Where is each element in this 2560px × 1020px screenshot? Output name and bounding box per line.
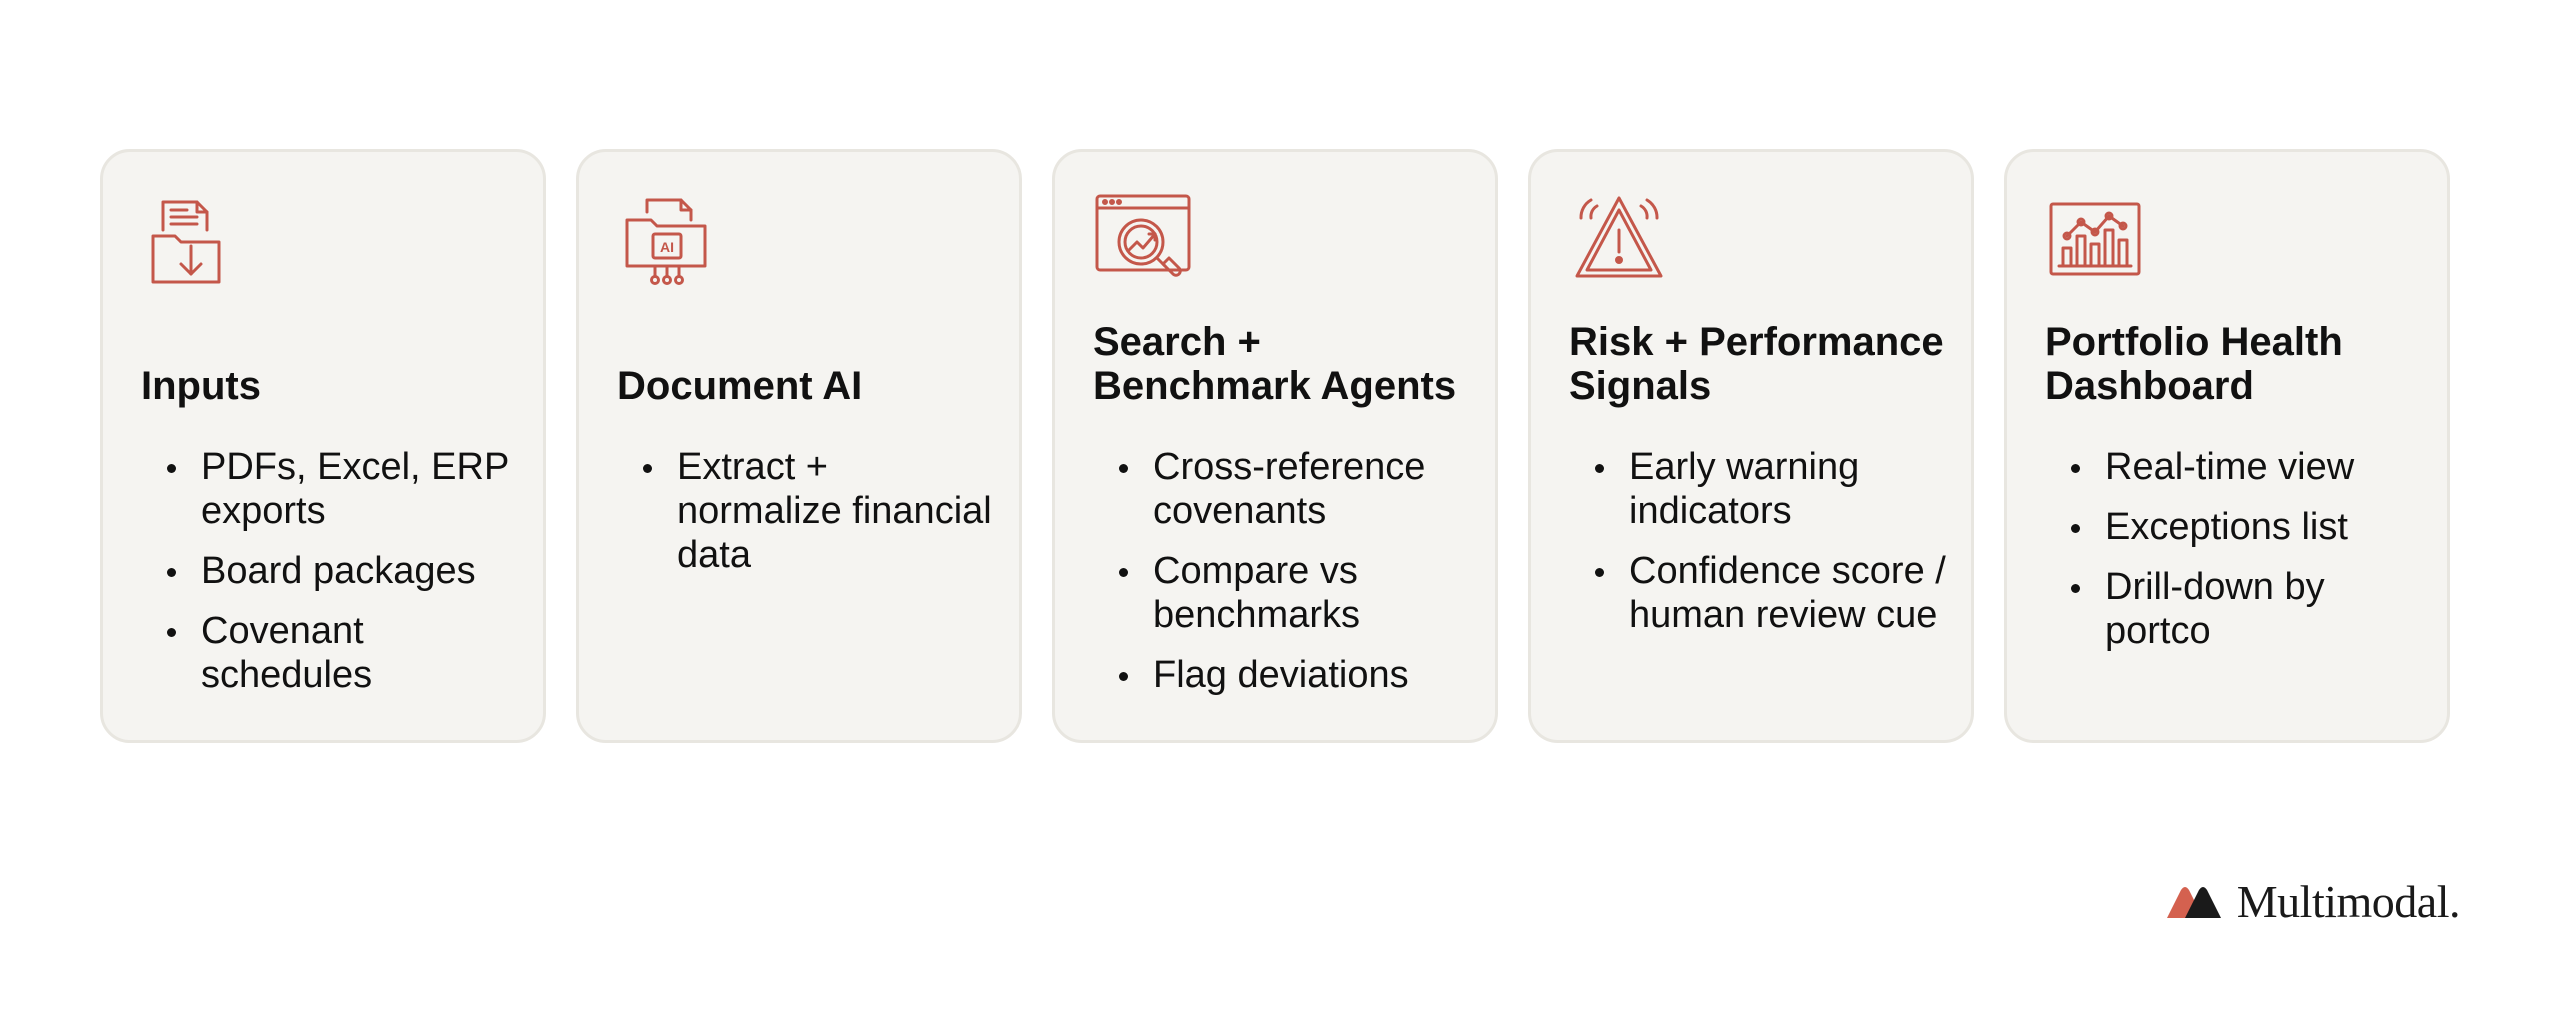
search-chart-icon <box>1095 194 1191 277</box>
brand-logo: Multimodal. <box>2163 875 2461 928</box>
warning-triangle-icon <box>1575 196 1663 278</box>
list-item: Early warning indicators <box>1595 445 1951 533</box>
brand-name: Multimodal. <box>2236 876 2461 927</box>
card-bullet-list: Extract + normalize financial data <box>617 445 999 593</box>
list-item: Drill-down by portco <box>2071 565 2427 653</box>
card-title: Document AI <box>617 364 863 408</box>
folder-download-icon <box>151 200 221 284</box>
card-title: Inputs <box>141 364 261 408</box>
card-title: Search + Benchmark Agents <box>1093 320 1457 408</box>
svg-text:AI: AI <box>660 239 674 255</box>
card-portfolio-dashboard: Portfolio Health Dashboard Real-time vie… <box>2004 149 2450 743</box>
list-item: Exceptions list <box>2071 505 2427 549</box>
multimodal-logo-icon <box>2166 886 2221 918</box>
card-bullet-list: Cross-reference covenants Compare vs ben… <box>1093 445 1475 713</box>
dashboard-chart-icon <box>2049 202 2141 276</box>
list-item: Real-time view <box>2071 445 2427 489</box>
card-document-ai: AI Document AI Extract + normalize finan… <box>576 149 1022 743</box>
card-title: Portfolio Health Dashboard <box>2045 320 2343 408</box>
list-item: PDFs, Excel, ERP exports <box>167 445 523 533</box>
card-bullet-list: Early warning indicators Confidence scor… <box>1569 445 1951 653</box>
folder-ai-icon: AI <box>625 198 707 285</box>
list-item: Compare vs benchmarks <box>1119 549 1475 637</box>
card-risk-signals: Risk + Performance Signals Early warning… <box>1528 149 1974 743</box>
card-bullet-list: PDFs, Excel, ERP exports Board packages … <box>141 445 523 713</box>
pipeline-cards: Inputs PDFs, Excel, ERP exports Board pa… <box>100 149 2450 743</box>
list-item: Flag deviations <box>1119 653 1475 697</box>
card-title: Risk + Performance Signals <box>1569 320 1944 408</box>
card-search-benchmark: Search + Benchmark Agents Cross-referenc… <box>1052 149 1498 743</box>
list-item: Extract + normalize financial data <box>643 445 999 577</box>
list-item: Covenant schedules <box>167 609 523 697</box>
card-bullet-list: Real-time view Exceptions list Drill-dow… <box>2045 445 2427 669</box>
list-item: Board packages <box>167 549 523 593</box>
list-item: Cross-reference covenants <box>1119 445 1475 533</box>
card-inputs: Inputs PDFs, Excel, ERP exports Board pa… <box>100 149 546 743</box>
list-item: Confidence score / human review cue <box>1595 549 1951 637</box>
